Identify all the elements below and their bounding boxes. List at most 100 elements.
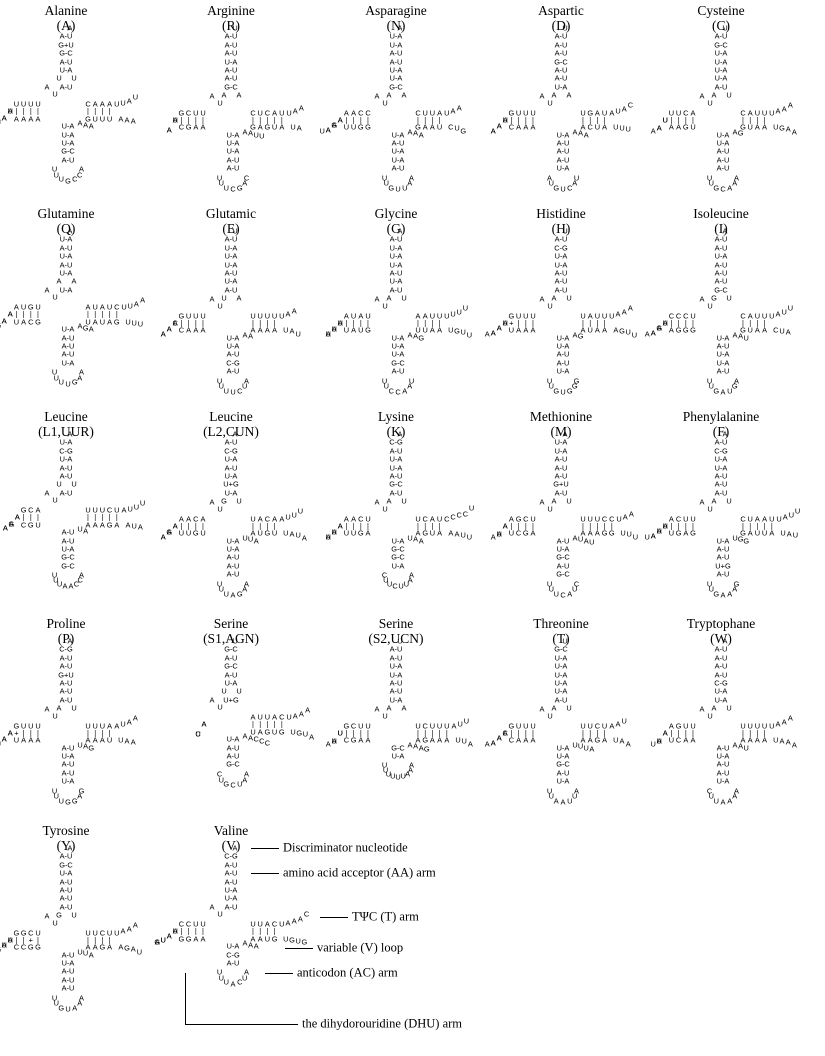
dhu-loop-nucleotide: A [7, 934, 13, 944]
t-loop-nucleotide: U [295, 936, 301, 946]
t-base-bond: | [273, 318, 276, 328]
dhu-loop-nucleotide: A [656, 526, 662, 536]
anticodon-loop-nucleotide: U [573, 172, 580, 182]
dhu-stem-nucleotide: G [27, 942, 34, 952]
t-stem-nucleotide: U [761, 107, 768, 117]
junction-nucleotide: U [707, 97, 713, 107]
dhu-loop-nucleotide: A [502, 520, 508, 530]
anticodon-loop-nucleotide: U [395, 184, 401, 194]
t-stem-nucleotide: A [437, 107, 443, 117]
acceptor-base-pair: U-A [554, 437, 568, 447]
anticodon-stem-pair: A-U [226, 349, 240, 359]
dhu-base-bond: | [22, 309, 25, 319]
anticodon-loop-nucleotide: A [244, 967, 249, 977]
t-loop-nucleotide: C [773, 325, 779, 335]
acceptor-bulge-nucleotide: A [56, 276, 62, 286]
dhu-loop-nucleotide: A [1, 939, 7, 949]
anticodon-stem-pair: A-U [716, 544, 730, 554]
dhu-loop-nucleotide: A [166, 324, 172, 334]
anticodon-stem-pair: G-C [556, 759, 570, 769]
anticodon-loop-nucleotide: A [567, 588, 573, 598]
t-loop-nucleotide: G [460, 125, 467, 135]
dhu-loop-nucleotide: U [319, 126, 325, 136]
acceptor-base-pair: A-U [59, 243, 73, 253]
acceptor-bulge-nucleotide: U [566, 293, 572, 303]
dhu-stem-nucleotide: A [365, 528, 371, 538]
acceptor-base-pair: U-A [554, 653, 568, 663]
t-loop-nucleotide: U [460, 530, 466, 540]
t-stem-nucleotide: A [279, 122, 285, 132]
dhu-loop-nucleotide: A [337, 114, 343, 124]
anticodon-loop-nucleotide: A [407, 381, 413, 391]
anticodon-loop-nucleotide: A [560, 797, 566, 807]
discriminator-nucleotide: A [232, 429, 238, 439]
t-loop-nucleotide: A [785, 124, 791, 134]
t-stem-nucleotide: U [444, 720, 450, 730]
t-loop-nucleotide: A [298, 709, 304, 719]
t-stem-nucleotide: A [92, 942, 98, 952]
discriminator-nucleotide: A [722, 429, 728, 439]
acceptor-base-pair: G-C [554, 56, 568, 66]
anticodon-loop-nucleotide: U [546, 375, 553, 385]
variable-loop-nucleotide: A [738, 741, 744, 751]
anticodon-loop-nucleotide: C [720, 184, 726, 194]
acceptor-base-pair: A-U [59, 885, 73, 895]
acceptor-base-pair: A-U [224, 860, 238, 870]
dhu-stem-nucleotide: A [668, 513, 674, 523]
dhu-base-bond: | [194, 926, 197, 936]
t-stem-nucleotide: A [107, 99, 113, 109]
dhu-stem-nucleotide: C [28, 505, 34, 515]
t-loop-nucleotide: A [298, 102, 304, 112]
variable-loop-nucleotide: A [407, 126, 413, 136]
t-stem-nucleotide: U [106, 302, 113, 312]
dhu-stem-nucleotide: A [690, 107, 696, 117]
dhu-stem-nucleotide: U [668, 107, 675, 117]
dhu-base-bond: | [517, 115, 520, 125]
dhu-loop-nucleotide: C [502, 727, 508, 737]
anticodon-loop-nucleotide: G [65, 797, 71, 807]
anticodon-loop-nucleotide: A [409, 570, 414, 580]
dhu-loop-nucleotide: A [166, 124, 172, 134]
annotation-leader-line [265, 973, 293, 974]
dhu-loop-nucleotide: U [0, 739, 1, 747]
anticodon-stem-pair: U-A [716, 138, 730, 148]
t-stem-nucleotide: U [747, 720, 753, 730]
acceptor-base-pair: A-U [389, 56, 403, 66]
t-base-bond: | [596, 115, 599, 125]
acceptor-base-pair: U-A [389, 454, 403, 464]
dhu-loop-nucleotide: U [331, 527, 337, 537]
t-loop-nucleotide: U [283, 933, 289, 943]
t-loop-nucleotide: A [126, 717, 132, 727]
dhu-base-bond: | [670, 521, 673, 531]
t-base-bond: | [417, 318, 419, 328]
anticodon-loop-nucleotide: A [402, 385, 408, 395]
acceptor-bulge-nucleotide: U [71, 910, 77, 920]
t-loop-nucleotide: U [127, 300, 133, 310]
dhu-stem-nucleotide: A [351, 513, 357, 523]
dhu-stem-nucleotide: G [35, 316, 41, 326]
dhu-base-bond: | [15, 309, 18, 319]
acceptor-base-pair: U-A [389, 40, 403, 50]
t-loop-nucleotide: U [450, 309, 456, 319]
acceptor-base-pair: A-U [554, 276, 568, 286]
t-loop-nucleotide: U [291, 510, 297, 520]
dhu-stem-nucleotide: G [27, 302, 34, 312]
variable-loop-nucleotide: G [418, 333, 425, 343]
dhu-loop-nucleotide: A [1, 734, 7, 744]
dhu-loop-nucleotide: U [644, 532, 650, 542]
t-stem-nucleotide: U [99, 720, 106, 730]
t-stem-nucleotide: C [279, 712, 285, 722]
t-stem-nucleotide: C [601, 513, 608, 523]
dhu-stem-nucleotide: A [13, 302, 19, 312]
t-stem-nucleotide: A [754, 513, 760, 523]
variable-loop-nucleotide: A [77, 321, 83, 331]
anticodon-stem-pair: G-C [556, 552, 570, 562]
dhu-base-bond: | [345, 318, 348, 328]
anticodon-stem-pair: U-A [716, 535, 730, 545]
anticodon-stem-pair: U-A [61, 751, 75, 761]
anticodon-loop-nucleotide: U [706, 172, 713, 182]
dhu-stem-nucleotide: A [193, 325, 199, 335]
